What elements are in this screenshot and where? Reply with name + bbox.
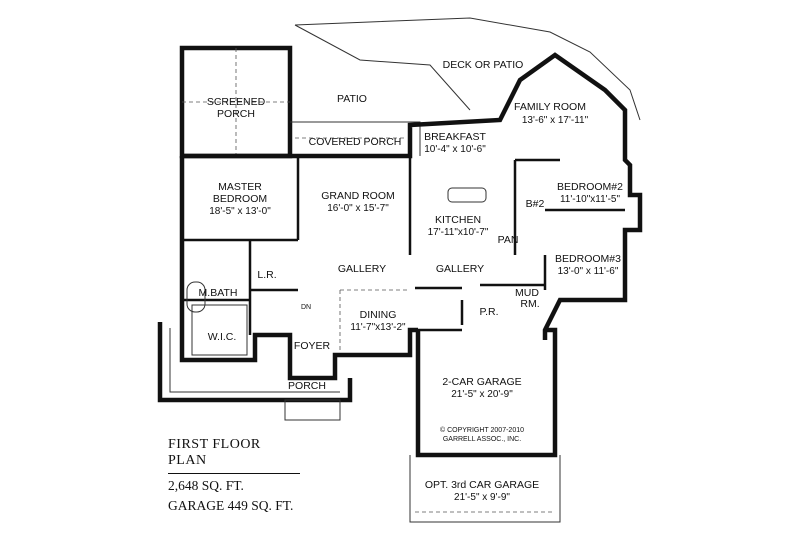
legend-title: FIRST FLOOR PLAN — [168, 437, 300, 474]
house-outer-wall — [179, 156, 418, 381]
family-room-label: FAMILY ROOM — [514, 101, 586, 113]
breakfast-label: BREAKFAST — [424, 131, 486, 143]
garage2-label: 2-CAR GARAGE — [442, 376, 521, 388]
screened-porch-label-1: SCREENED — [207, 96, 266, 108]
master-bath-label: M.BATH — [199, 287, 238, 299]
plan-legend: FIRST FLOOR PLAN 2,648 SQ. FT. GARAGE 44… — [168, 437, 300, 514]
garage3-label: OPT. 3rd CAR GARAGE — [425, 479, 539, 491]
garage2-dim: 21'-5" x 20'-9" — [451, 389, 513, 400]
breakfast-dim: 10'-4" x 10'-6" — [424, 144, 486, 155]
copyright-line-2: GARRELL ASSOC., INC. — [443, 436, 521, 443]
house-upper-wall — [182, 52, 643, 340]
powder-room-label: P.R. — [479, 306, 498, 318]
legend-garage: GARAGE 449 SQ. FT. — [168, 498, 294, 513]
linen-room-label: L.R. — [257, 269, 276, 281]
covered-porch-label: COVERED PORCH — [309, 136, 402, 148]
master-bedroom-label-2: BEDROOM — [213, 193, 267, 205]
deck-outline — [294, 17, 641, 121]
deck-label: DECK OR PATIO — [443, 59, 524, 71]
master-bedroom-dim: 18'-5" x 13'-0" — [209, 206, 271, 217]
front-steps — [284, 399, 341, 421]
garage-wall — [415, 327, 558, 458]
covered-porch-outline — [290, 121, 421, 156]
dining-label: DINING — [360, 309, 397, 321]
family-room-dim: 13'-6" x 17'-11" — [522, 115, 589, 126]
bedroom2-dim: 11'-10"x11'-5" — [560, 194, 620, 205]
porch-label: PORCH — [288, 380, 326, 392]
pantry-label: PAN — [498, 234, 519, 246]
kitchen-island — [447, 187, 487, 203]
master-bedroom-label-1: MASTER — [218, 181, 262, 193]
kitchen-label: KITCHEN — [435, 214, 481, 226]
foyer-label: FOYER — [294, 340, 331, 352]
bedroom2-label: BEDROOM#2 — [557, 181, 623, 193]
grand-room-label: GRAND ROOM — [321, 190, 395, 202]
deck-edge — [294, 24, 471, 111]
grand-room-dim: 16'-0" x 15'-7" — [327, 203, 389, 214]
copyright-line-1: © COPYRIGHT 2007-2010 — [440, 426, 524, 434]
mud-room-label-1: MUD — [515, 287, 539, 299]
front-porch-rail — [169, 328, 340, 393]
kitchen-dim: 17'-11"x10'-7" — [428, 227, 489, 238]
garage3-dim: 21'-5" x 9'-9" — [454, 492, 510, 503]
wic-outline — [191, 304, 248, 356]
gallery-right-label: GALLERY — [436, 263, 484, 275]
opt-garage-outline — [409, 455, 561, 523]
screened-porch-label-2: PORCH — [217, 108, 255, 120]
dining-dim: 11'-7"x13'-2" — [350, 322, 406, 333]
mud-room-label-2: RM. — [520, 298, 539, 310]
legend-sqft: 2,648 SQ. FT. — [168, 478, 244, 493]
gallery-left-label: GALLERY — [338, 263, 386, 275]
bedroom3-label: BEDROOM#3 — [555, 253, 621, 265]
bath2-label: B#2 — [526, 198, 545, 210]
patio-label: PATIO — [337, 93, 367, 105]
bathtub — [186, 281, 206, 313]
bedroom3-dim: 13'-0" x 11'-6" — [558, 266, 619, 277]
front-porch-wall — [157, 322, 353, 403]
stair-down-label: DN — [301, 304, 311, 311]
wic-label: W.I.C. — [208, 331, 237, 343]
